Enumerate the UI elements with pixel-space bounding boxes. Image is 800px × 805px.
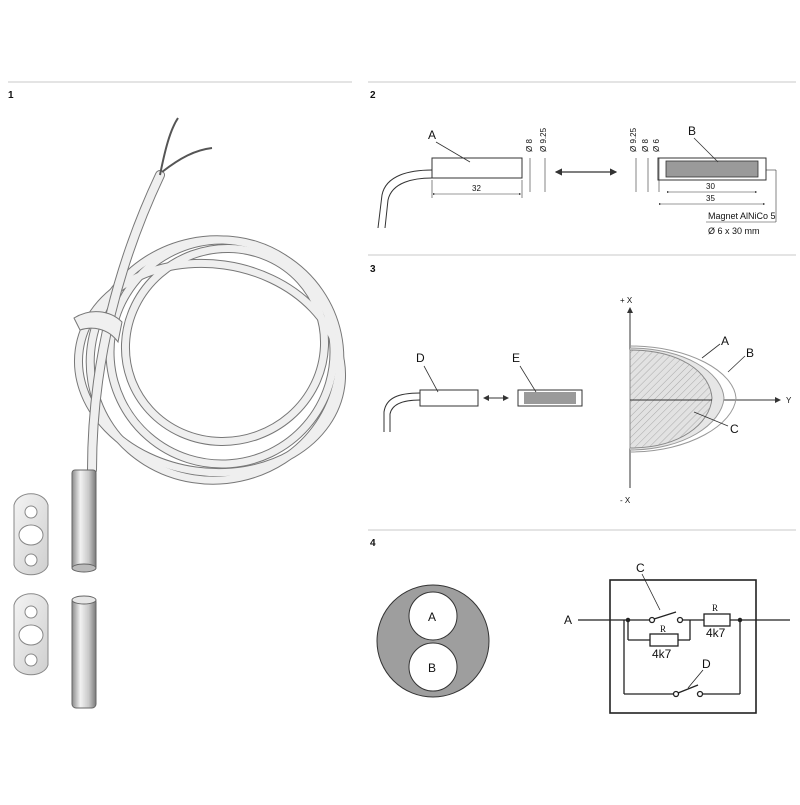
panel-number-4: 4 <box>370 538 376 549</box>
panel-number-1: 1 <box>8 90 14 101</box>
resistor-2 <box>703 613 731 627</box>
curve-c <box>629 349 713 449</box>
resistor-1-symbol: R <box>660 624 666 634</box>
axis-y-label: Y <box>786 396 792 405</box>
switch-c-label: C <box>636 561 645 575</box>
dim-b-d1: Ø 9.25 <box>629 127 638 152</box>
axis-minus-x-label: - X <box>620 496 631 505</box>
contact-a-label: A <box>428 610 436 624</box>
curve-c-label: C <box>730 422 739 436</box>
curve-b <box>629 345 737 453</box>
connector-face: A B <box>376 584 490 698</box>
cable-tie <box>73 311 123 344</box>
label-b: B <box>688 124 696 138</box>
dim-a-d1: Ø 8 <box>525 139 534 152</box>
circuit-diagram <box>578 573 790 714</box>
dimension-drawing: A 32 Ø 8 Ø 9.25 B Ø 9.25 Ø 8 Ø 6 30 35 <box>377 124 777 236</box>
contact-a <box>408 591 458 641</box>
magnet-spec-line2: Ø 6 x 30 mm <box>708 226 760 236</box>
panel-number-2: 2 <box>370 90 376 101</box>
curve-a-label: A <box>721 334 729 348</box>
dim-a-d2: Ø 9.25 <box>539 127 548 152</box>
panel-number-3: 3 <box>370 264 376 275</box>
magnet-b-core <box>665 160 759 178</box>
sensor-d <box>419 389 479 407</box>
resistor-2-value: 4k7 <box>706 626 726 640</box>
dim-b-outer: 35 <box>706 194 715 203</box>
axis-plus-x-label: + X <box>620 296 633 305</box>
mounting-bracket-top <box>13 493 49 576</box>
resistor-2-symbol: R <box>712 603 718 613</box>
product-illustration <box>13 117 347 709</box>
label-e: E <box>512 351 520 365</box>
resistor-1-value: 4k7 <box>652 647 672 661</box>
dim-b-d2: Ø 8 <box>641 139 650 152</box>
label-d: D <box>416 351 425 365</box>
magnet-cylinder <box>71 597 97 709</box>
contact-b-label: B <box>428 661 436 675</box>
resistor-1 <box>649 633 679 647</box>
label-a: A <box>428 128 436 142</box>
operating-range-diagram: D E + X - X Y A B C <box>383 296 792 505</box>
magnet-spec-line1: Magnet AlNiCo 5 <box>708 211 776 221</box>
sensor-a-body <box>431 157 523 179</box>
mounting-bracket-bottom <box>13 593 49 676</box>
terminal-a-label: A <box>564 613 572 627</box>
dim-a-length: 32 <box>472 184 481 193</box>
sensor-cylinder <box>71 469 97 571</box>
dim-b-inner: 30 <box>706 182 715 191</box>
curve-b-label: B <box>746 346 754 360</box>
contact-b <box>408 642 458 692</box>
circuit-box <box>609 579 757 714</box>
dim-b-d3: Ø 6 <box>652 139 661 152</box>
switch-d-label: D <box>702 657 711 671</box>
